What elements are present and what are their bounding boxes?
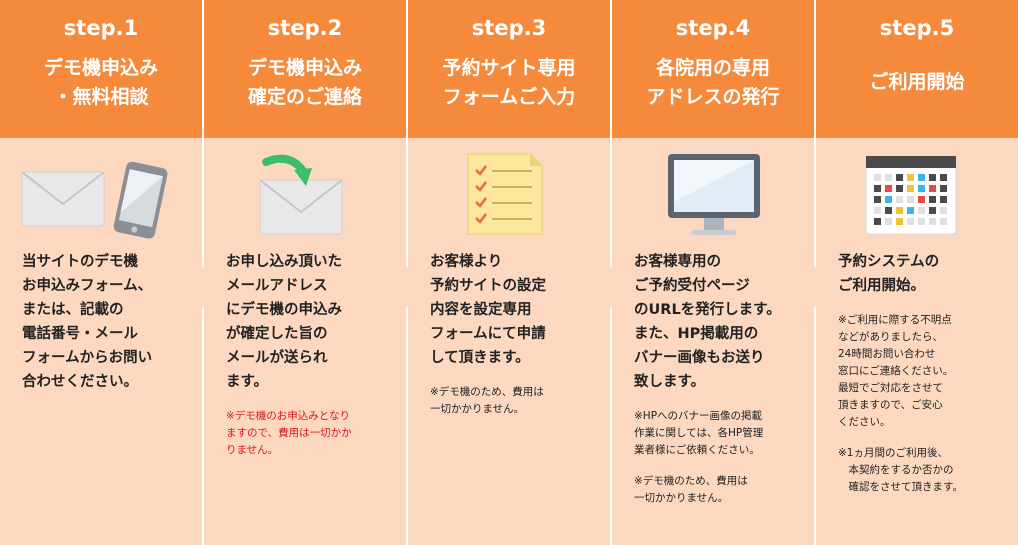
step-4-note-1: ※HPへのバナー画像の掲載 作業に関しては、各HP管理 業者様にご依頼ください。: [634, 410, 764, 456]
step-2-header: step.2 デモ機申込み 確定のご連絡: [204, 0, 406, 138]
step-2-note-1: ※デモ機のお申込みとなり ますので、費用は一切かか りません。: [226, 410, 352, 456]
monitor-icon: [668, 154, 760, 235]
step-2-title: デモ機申込み 確定のご連絡: [247, 57, 362, 108]
step-5-note-1: ※ご利用に際する不明点 などがありましたら、 24時間お問い合わせ 窓口にご連絡…: [838, 314, 954, 428]
step-4-number: step.4: [675, 16, 751, 40]
step-1-title: デモ機申込み ・無料相談: [43, 57, 158, 108]
step-connector-3: [610, 265, 622, 309]
step-1-body: 当サイトのデモ機 お申込みフォーム、 または、記載の 電話番号・メール フォーム…: [22, 254, 153, 390]
step-5-body: 予約システムの ご利用開始。: [838, 254, 940, 294]
mail-and-phone-icon: [21, 161, 168, 239]
step-2: step.2 デモ機申込み 確定のご連絡 お申し込み頂いた メールアドレス にデ…: [204, 0, 406, 545]
step-1: step.1 デモ機申込み ・無料相談 当サイトのデモ機 お申込みフォーム、 ま…: [0, 0, 202, 545]
step-5-note-2: ※1ヵ月間のご利用後、 本契約をするか否かの 確認をさせて頂きます。: [838, 447, 963, 493]
step-4-title: 各院用の専用 アドレスの発行: [646, 57, 780, 108]
step-3-header: step.3 予約サイト専用 フォームご入力: [408, 0, 610, 138]
step-3-body: お客様より 予約サイトの設定 内容を設定専用 フォームにて申請 して頂きます。: [430, 254, 546, 366]
checklist-icon: [467, 153, 543, 235]
step-1-icon-area: [0, 138, 202, 250]
step-5-number: step.5: [879, 16, 955, 40]
step-3-number: step.3: [471, 16, 547, 40]
step-4-note-2: ※デモ機のため、費用は 一切かかりません。: [634, 475, 748, 504]
step-1-header: step.1 デモ機申込み ・無料相談: [0, 0, 202, 138]
step-4-body: お客様専用の ご予約受付ページ のURLを発行します。 また、HP掲載用の バナ…: [634, 254, 781, 390]
mail-with-arrow-icon: [259, 154, 343, 235]
step-4-icon-area: [612, 138, 814, 250]
step-3: step.3 予約サイト専用 フォームご入力: [408, 0, 610, 545]
step-2-number: step.2: [267, 16, 343, 40]
step-4: step.4 各院用の専用 アドレスの発行 お客様専用の ご予約受付ページ のU…: [612, 0, 814, 545]
step-5-title: ご利用開始: [869, 71, 965, 93]
step-2-body: お申し込み頂いた メールアドレス にデモ機の申込み が確定した旨の メールが送ら…: [226, 254, 342, 390]
step-connector-2: [406, 265, 418, 309]
step-1-number: step.1: [63, 16, 139, 40]
step-5: step.5 ご利用開始 予約システムの ご利用開始。 ※ご利用に際する不明点 …: [816, 0, 1018, 545]
step-connector-1: [202, 265, 214, 309]
step-3-icon-area: [408, 138, 610, 250]
step-5-icon-area: [816, 138, 1018, 250]
step-2-icon-area: [204, 138, 406, 250]
step-4-header: step.4 各院用の専用 アドレスの発行: [612, 0, 814, 138]
calendar-icon: [865, 155, 957, 235]
step-connector-4: [814, 265, 826, 309]
step-3-title: 予約サイト専用 フォームご入力: [442, 57, 576, 108]
step-5-header: step.5 ご利用開始: [816, 0, 1018, 138]
step-3-note-1: ※デモ機のため、費用は 一切かかりません。: [430, 386, 544, 415]
